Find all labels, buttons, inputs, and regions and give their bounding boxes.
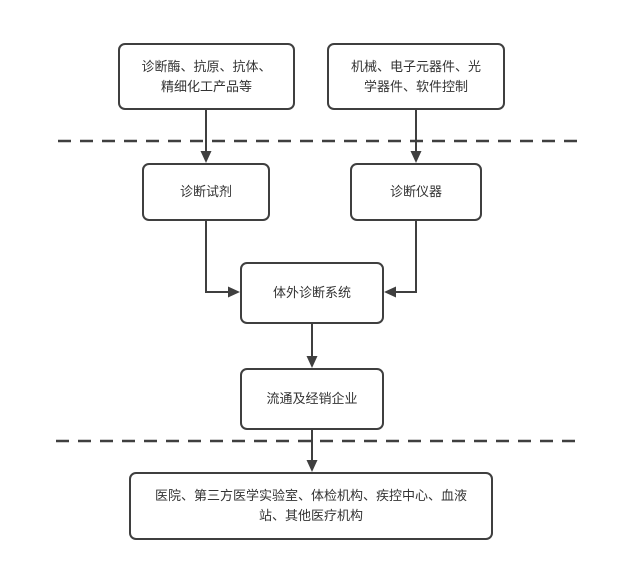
node-raw-material-reagents-line2: 精细化工产品等: [160, 78, 252, 94]
arrow-ivd-system-to-distribution: [306, 324, 318, 368]
node-ivd-system-label: 体外诊断系统: [272, 285, 351, 300]
node-distribution-label: 流通及经销企业: [266, 391, 358, 406]
node-distribution: 流通及经销企业: [240, 368, 384, 430]
node-raw-material-reagents-line1: 诊断酶、抗原、抗体、: [141, 58, 272, 74]
arrow-reagents-to-ivd-system: [205, 221, 240, 298]
node-end-users-line2: 站、其他医疗机构: [258, 508, 363, 523]
node-raw-material-reagents: 诊断酶、抗原、抗体、 精细化工产品等: [118, 43, 295, 110]
arrow-raw-instruments-to-instruments: [410, 109, 422, 163]
arrow-distribution-to-end-users: [306, 430, 318, 472]
node-ivd-system: 体外诊断系统: [240, 262, 384, 324]
arrow-raw-reagents-to-reagents: [200, 109, 212, 163]
node-raw-material-instruments-line2: 学器件、软件控制: [363, 78, 468, 94]
node-diagnostic-instruments: 诊断仪器: [350, 163, 482, 221]
node-diagnostic-reagents-label: 诊断试剂: [179, 184, 232, 199]
arrow-instruments-to-ivd-system: [384, 221, 417, 298]
node-end-users: 医院、第三方医学实验室、体检机构、疾控中心、血液 站、其他医疗机构: [129, 472, 493, 540]
node-diagnostic-reagents: 诊断试剂: [142, 163, 270, 221]
node-end-users-line1: 医院、第三方医学实验室、体检机构、疾控中心、血液: [154, 488, 467, 503]
node-raw-material-instruments-line1: 机械、电子元器件、光: [350, 58, 481, 74]
node-diagnostic-instruments-label: 诊断仪器: [389, 184, 442, 199]
node-raw-material-instruments: 机械、电子元器件、光 学器件、软件控制: [327, 43, 505, 110]
